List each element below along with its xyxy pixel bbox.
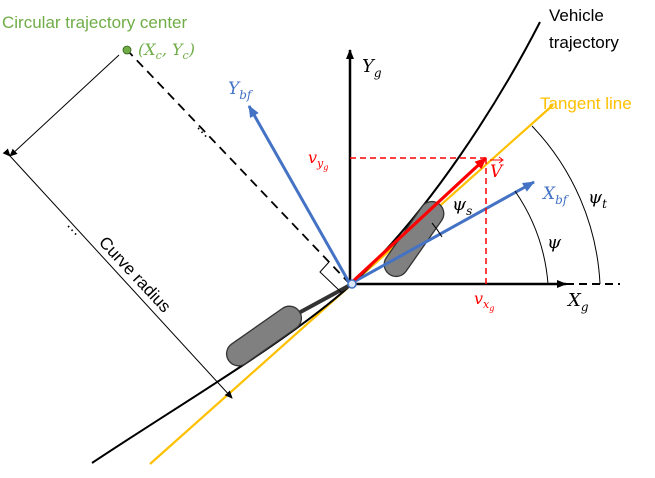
origin-point bbox=[347, 279, 357, 289]
y-g-label: Yg bbox=[362, 56, 382, 80]
psi-t-arc bbox=[531, 125, 601, 285]
right-angle-marker bbox=[319, 261, 343, 294]
psi-s-label: ψs bbox=[452, 194, 472, 218]
psi-t-label: ψt bbox=[588, 187, 607, 211]
vehicle-trajectory-label-1: Vehicle bbox=[549, 6, 604, 25]
circular-center-label: Circular trajectory center bbox=[2, 13, 188, 32]
v-xg-label: vxg bbox=[474, 289, 494, 313]
y-bf-label: Ybf bbox=[228, 79, 254, 102]
svg-text:V: V bbox=[490, 162, 504, 182]
psi-arc bbox=[514, 190, 549, 285]
curve-radius-dimension-main bbox=[2, 148, 233, 399]
x-g-label: Xg bbox=[566, 290, 589, 314]
x-bf-label: Xbf bbox=[541, 184, 570, 207]
velocity-label: V bbox=[490, 156, 504, 182]
front-wheel bbox=[383, 200, 445, 278]
ellipsis-radius-line: … bbox=[193, 118, 216, 141]
tangent-line-label: Tangent line bbox=[540, 94, 632, 113]
center-coordinate-label: (Xc, Yc) bbox=[138, 40, 195, 62]
velocity-vector bbox=[348, 156, 488, 286]
x-bf-axis bbox=[349, 180, 535, 286]
v-yg-label: vyg bbox=[308, 148, 328, 172]
psi-s-arc bbox=[431, 222, 443, 238]
radius-dashed-line bbox=[126, 49, 351, 285]
curve-radius-dimension bbox=[9, 54, 120, 157]
vehicle-trajectory-label-2: trajectory bbox=[549, 33, 619, 52]
psi-label: ψ bbox=[547, 232, 562, 253]
curve-radius-label: Curve radius bbox=[95, 233, 175, 316]
trajectory-center-point bbox=[122, 45, 132, 55]
vehicle-trajectory-curve bbox=[91, 21, 541, 464]
y-bf-axis bbox=[247, 105, 352, 285]
